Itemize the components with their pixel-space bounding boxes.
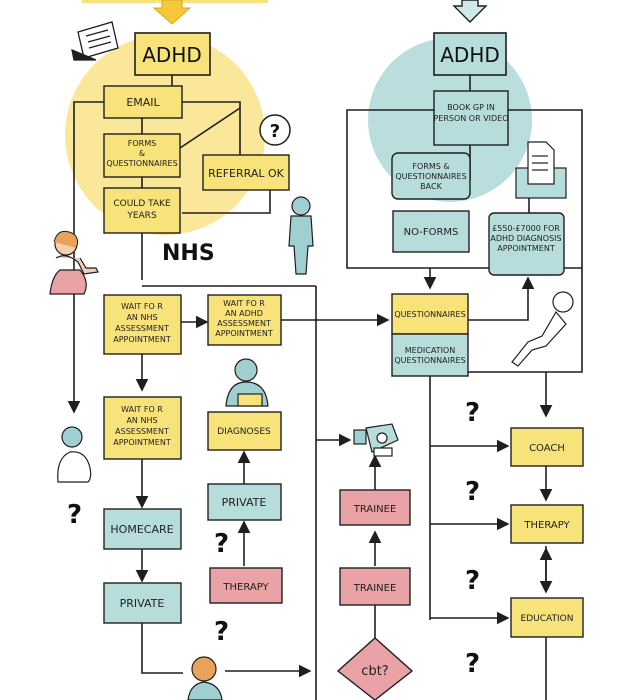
- trainee-2-label: TRAINEE: [353, 583, 397, 594]
- wait-adhd-l4: APPOINTMENT: [215, 329, 273, 338]
- therapy-pink-node: [209, 567, 283, 604]
- email-node: [103, 85, 183, 119]
- no-forms-node: [392, 210, 470, 253]
- reclining-person-icon: [511, 291, 574, 367]
- price-l3: APPOINTMENT: [497, 244, 555, 253]
- medication-questionnaires-l2: QUESTIONNAIRES: [394, 356, 465, 365]
- medication-questionnaires-l1: MEDICATION: [405, 346, 455, 355]
- question-mark-4: ?: [465, 398, 480, 428]
- private-left-node: [103, 582, 182, 624]
- wait-adhd-l2: AN ADHD: [225, 309, 263, 318]
- coach-node: [510, 427, 584, 467]
- private-mid-label: PRIVATE: [222, 496, 267, 509]
- wait-adhd-node: [207, 294, 282, 346]
- price-node: [488, 212, 565, 276]
- book-gp-node: [433, 90, 509, 146]
- wait-adhd-l1: WAIT FO R: [223, 299, 265, 308]
- private-left-label: PRIVATE: [120, 597, 165, 610]
- forms-back-l1: FORMS &: [412, 162, 449, 171]
- standing-man-icon: [288, 196, 314, 275]
- therapy-right-node: [510, 504, 584, 544]
- wait-nhs-1-l4: APPOINTMENT: [113, 335, 171, 344]
- cbt-diamond-node: [336, 637, 414, 700]
- wait-nhs-2-node: [103, 396, 182, 460]
- adhd-private-label: ADHD: [440, 43, 500, 67]
- sitting-woman-icon: [49, 230, 99, 295]
- bottom-person-icon: [187, 656, 223, 700]
- cbt-label: cbt?: [361, 664, 388, 679]
- trainee-1-label: TRAINEE: [353, 504, 397, 515]
- coach-label: COACH: [529, 443, 565, 454]
- trainee-1-node: [339, 489, 411, 526]
- wait-adhd-l3: ASSESSMENT: [217, 319, 271, 328]
- adhd-private-node: [433, 32, 507, 76]
- email-label: EMAIL: [126, 96, 160, 109]
- book-gp-l1: BOOK GP IN: [447, 103, 495, 112]
- trainee-2-node: [339, 567, 411, 606]
- homecare-label: HOMECARE: [110, 523, 173, 536]
- price-l2: ADHD DIAGNOSIS: [490, 234, 561, 243]
- therapy-pink-label: THERAPY: [222, 582, 269, 593]
- diagnoses-node: [207, 411, 282, 451]
- wait-nhs-1-l3: ASSESSMENT: [115, 324, 169, 333]
- wait-nhs-1-l1: WAIT FO R: [121, 302, 163, 311]
- questionnaires-label: QUESTIONNAIRES: [394, 310, 465, 319]
- therapy-right-label: THERAPY: [523, 520, 570, 531]
- education-node: [510, 597, 584, 638]
- question-mark-5: ?: [465, 477, 480, 507]
- wait-nhs-2-l2: AN NHS: [126, 416, 157, 425]
- question-mark-2: ?: [214, 529, 229, 559]
- help-bubble-icon: [259, 114, 291, 146]
- private-mid-node: [207, 483, 282, 521]
- question-mark-6: ?: [465, 566, 480, 596]
- referral-ok-node: [202, 154, 290, 191]
- question-mark-1: ?: [67, 500, 82, 530]
- education-label: EDUCATION: [521, 614, 574, 624]
- laptop-person-icon: [225, 358, 269, 407]
- help-bubble-mark: ?: [270, 121, 280, 142]
- wait-nhs-2-l4: APPOINTMENT: [113, 438, 171, 447]
- question-mark-7: ?: [465, 649, 480, 679]
- connector-lines: [67, 75, 583, 700]
- nhs-heading: NHS: [162, 241, 215, 266]
- document-icon: [71, 21, 119, 61]
- top-right-arrow: [452, 0, 488, 23]
- forms-back-l3: BACK: [420, 182, 442, 191]
- no-forms-label: NO-FORMS: [404, 227, 459, 238]
- medication-questionnaires-node: [391, 333, 469, 377]
- forms-label-1: FORMS: [128, 139, 156, 148]
- forms-back-l2: QUESTIONNAIRES: [395, 172, 466, 181]
- document-stack-icon: [515, 141, 567, 199]
- referral-ok-label: REFERRAL OK: [208, 167, 285, 180]
- top-left-arrow: [152, 0, 192, 25]
- wait-nhs-2-l3: ASSESSMENT: [115, 427, 169, 436]
- could-take-years-label-1: COULD TAKE: [113, 199, 171, 209]
- adhd-nhs-label: ADHD: [142, 43, 202, 67]
- wait-nhs-1-l2: AN NHS: [126, 313, 157, 322]
- question-mark-3: ?: [214, 617, 229, 647]
- camera-icon: [353, 423, 399, 457]
- book-gp-l2: PERSON OR VIDEO: [433, 114, 508, 123]
- forms-questionnaires-node: [103, 133, 181, 178]
- could-take-years-label-2: YEARS: [126, 211, 157, 221]
- forms-label-2: &: [139, 149, 145, 158]
- price-l1: £550-£7000 FOR: [492, 224, 560, 233]
- adhd-nhs-node: [134, 32, 211, 76]
- forms-label-3: QUESTIONNAIRES: [106, 159, 177, 168]
- thinking-person-icon: [57, 426, 92, 483]
- diagnoses-label: DIAGNOSES: [217, 427, 271, 437]
- forms-back-node: [391, 152, 471, 200]
- wait-nhs-1-node: [103, 294, 182, 355]
- wait-nhs-2-l1: WAIT FO R: [121, 405, 163, 414]
- could-take-years-node: [103, 187, 181, 234]
- homecare-node: [103, 508, 182, 550]
